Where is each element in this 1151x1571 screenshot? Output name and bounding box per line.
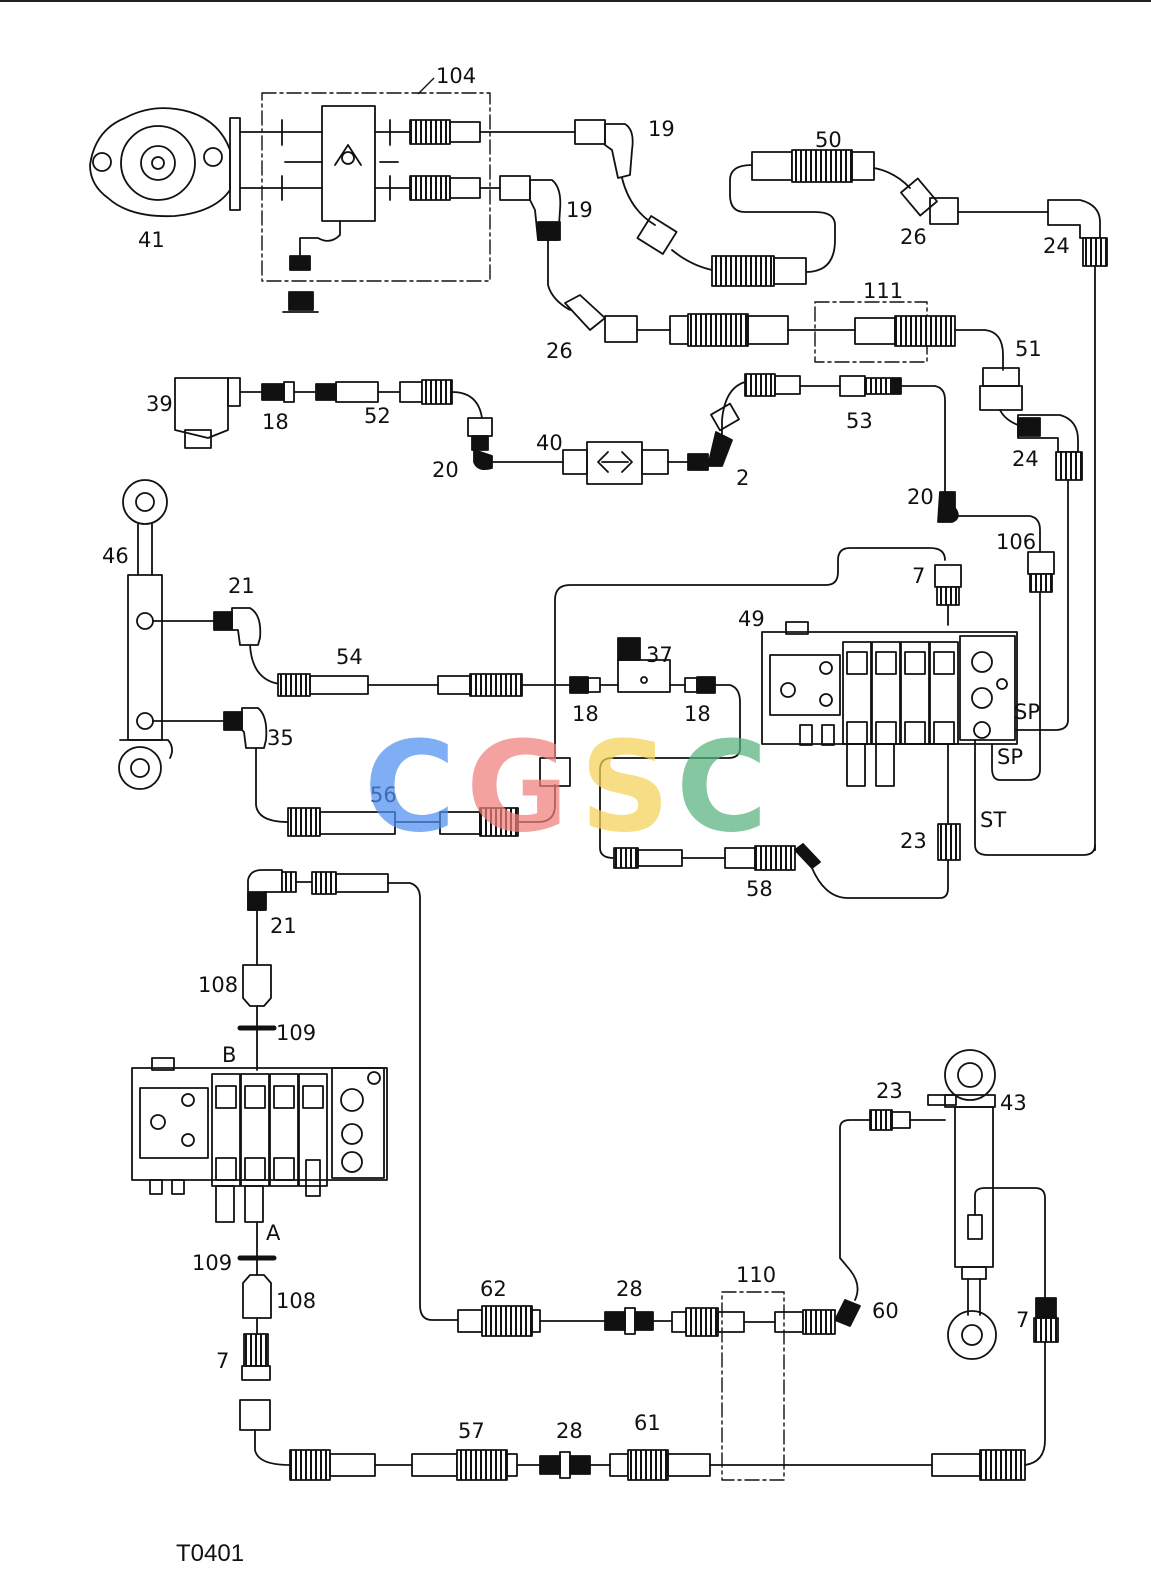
lower-feed-line	[457, 1109, 946, 1481]
control-valve-49	[761, 621, 1096, 856]
cylinder-43	[927, 1049, 1046, 1360]
label-41: 41	[138, 228, 165, 252]
label-a: A	[266, 1221, 281, 1245]
cylinder-46	[118, 479, 226, 790]
label-21-upper: 21	[228, 574, 255, 598]
label-40: 40	[536, 431, 563, 455]
label-b: B	[222, 1043, 236, 1067]
label-28-upper: 28	[616, 1277, 643, 1301]
label-108-lower: 108	[276, 1289, 316, 1313]
cylinder-upper-line	[213, 607, 961, 899]
label-52: 52	[364, 404, 391, 428]
label-53: 53	[846, 409, 873, 433]
label-39: 39	[146, 392, 173, 416]
label-21-lower: 21	[270, 914, 297, 938]
label-43: 43	[1000, 1091, 1027, 1115]
label-7-lower: 7	[216, 1349, 229, 1373]
label-sp-a: SP	[1014, 700, 1040, 724]
hoses-mid-upper	[479, 175, 1083, 731]
label-23-upper: 23	[900, 829, 927, 853]
label-sp-b: SP	[997, 745, 1023, 769]
lower-valve-bank	[131, 1057, 388, 1223]
label-58: 58	[746, 877, 773, 901]
label-35: 35	[267, 726, 294, 750]
pressure-switch-line	[174, 373, 1055, 781]
lower-valve-feed	[237, 869, 459, 1321]
label-37: 37	[646, 643, 673, 667]
label-109-upper: 109	[276, 1021, 316, 1045]
label-110: 110	[736, 1263, 776, 1287]
label-49: 49	[738, 607, 765, 631]
label-28-lower: 28	[556, 1419, 583, 1443]
label-108-upper: 108	[198, 973, 238, 997]
label-7-right: 7	[1016, 1308, 1029, 1332]
part-labels: 104 19 41 50 19 26 24 111 26 51 39 18 52…	[102, 64, 1070, 1443]
label-51: 51	[1015, 337, 1042, 361]
watermark-letter-2: G	[466, 715, 569, 860]
label-26-mid: 26	[546, 339, 573, 363]
label-23-lower: 23	[876, 1079, 903, 1103]
label-2: 2	[736, 466, 749, 490]
figure-code: T0401	[176, 1540, 245, 1567]
label-61: 61	[634, 1411, 661, 1435]
label-50: 50	[815, 128, 842, 152]
label-18-c: 18	[684, 702, 711, 726]
label-46: 46	[102, 544, 129, 568]
hoses-upper	[479, 119, 1108, 851]
label-18-b: 18	[572, 702, 599, 726]
watermark-letter-4: C	[676, 715, 768, 860]
cylinder-lower-line	[223, 547, 962, 837]
watermark-letter-3: S	[580, 715, 670, 860]
valve-block-104	[239, 92, 491, 313]
label-56: 56	[370, 783, 397, 807]
label-20-a: 20	[432, 458, 459, 482]
label-19-lower: 19	[566, 198, 593, 222]
watermark-letter-1: C	[364, 715, 456, 860]
label-26-top: 26	[900, 225, 927, 249]
label-st: ST	[980, 808, 1006, 832]
pump-41	[89, 107, 241, 218]
label-60: 60	[872, 1299, 899, 1323]
label-18-a: 18	[262, 410, 289, 434]
label-54: 54	[336, 645, 363, 669]
label-24-top: 24	[1043, 234, 1070, 258]
label-19-top: 19	[648, 117, 675, 141]
watermark: C G S C	[364, 715, 768, 860]
label-7-upper: 7	[912, 564, 925, 588]
label-104: 104	[436, 64, 476, 88]
lower-return-line	[237, 1221, 1059, 1481]
label-62: 62	[480, 1277, 507, 1301]
label-109-lower: 109	[192, 1251, 232, 1275]
label-57: 57	[458, 1419, 485, 1443]
label-106: 106	[996, 530, 1036, 554]
label-20-b: 20	[907, 485, 934, 509]
label-111: 111	[863, 279, 903, 303]
label-24-mid: 24	[1012, 447, 1039, 471]
